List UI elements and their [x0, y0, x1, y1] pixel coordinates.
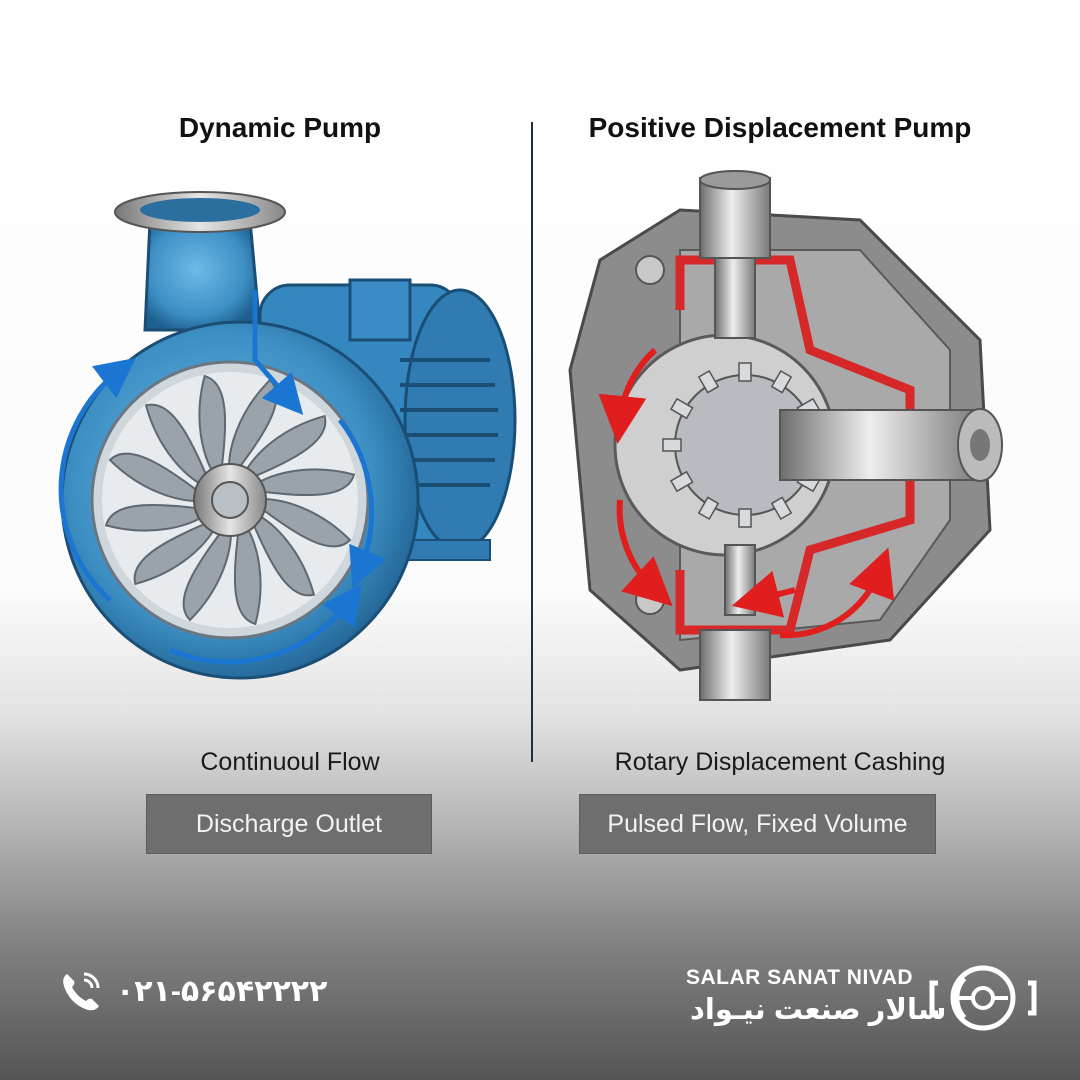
inlet-outlet-ports [699, 170, 771, 701]
positive-displacement-pump-title: Positive Displacement Pump [588, 112, 972, 143]
continuous-flow-caption: Continuoul Flow [200, 748, 380, 776]
drive-shaft [779, 408, 1003, 482]
phone-ringing-icon [63, 972, 100, 1011]
rotary-displacement-caption: Rotary Displacement Cashing [614, 748, 946, 776]
phone-number: ۰۲۱-۵۶۵۴۲۲۲۲ [116, 974, 328, 1008]
brand-name-persian: سالار صنعت نیـواد [690, 994, 947, 1026]
dynamic-pump-title: Dynamic Pump [178, 112, 382, 143]
pulsed-flow-label: Pulsed Flow, Fixed Volume [579, 794, 936, 854]
flow-arrows [58, 290, 387, 665]
centrifugal-pump-illustration [58, 191, 517, 680]
gear-pump-cutaway-illustration [568, 170, 1003, 701]
brand-name: SALAR SANAT NIVAD [686, 966, 914, 989]
panel-divider [531, 122, 533, 762]
pulsed-flow-arrows [598, 347, 895, 639]
inlet-flange [114, 191, 286, 332]
gear-in-brackets-logo-icon [929, 965, 1037, 1031]
contact-phone[interactable]: ۰۲۱-۵۶۵۴۲۲۲۲ [58, 968, 327, 1014]
discharge-outlet-label: Discharge Outlet [146, 794, 432, 854]
brand-logo-block: SALAR SANAT NIVAD سالار صنعت نیـواد [686, 958, 1046, 1038]
